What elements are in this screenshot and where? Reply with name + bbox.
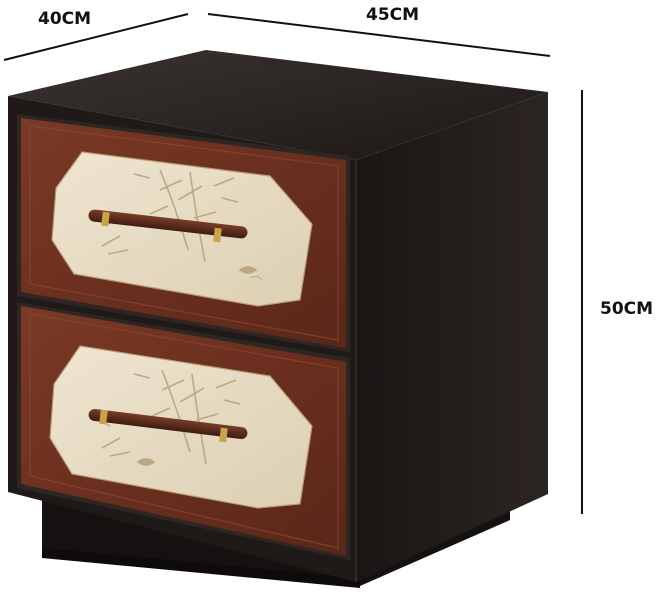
depth-dimension-label: 40CM bbox=[38, 9, 92, 29]
bamboo-painting-icon bbox=[95, 369, 241, 466]
drawer-top-handle-icon[interactable] bbox=[88, 209, 248, 243]
drawer-bottom[interactable] bbox=[17, 302, 350, 560]
depth-dimension-line bbox=[3, 13, 189, 61]
width-dimension-line bbox=[207, 13, 551, 57]
width-dimension-label: 45CM bbox=[366, 5, 420, 25]
height-dimension-label: 50CM bbox=[600, 299, 654, 319]
bamboo-painting-icon bbox=[95, 169, 263, 281]
dimension-lines bbox=[3, 13, 583, 514]
drawer-bottom-handle-icon[interactable] bbox=[88, 408, 248, 443]
nightstand-side-panel bbox=[356, 92, 548, 582]
nightstand-top bbox=[8, 50, 548, 160]
drawer-top[interactable] bbox=[17, 114, 350, 352]
